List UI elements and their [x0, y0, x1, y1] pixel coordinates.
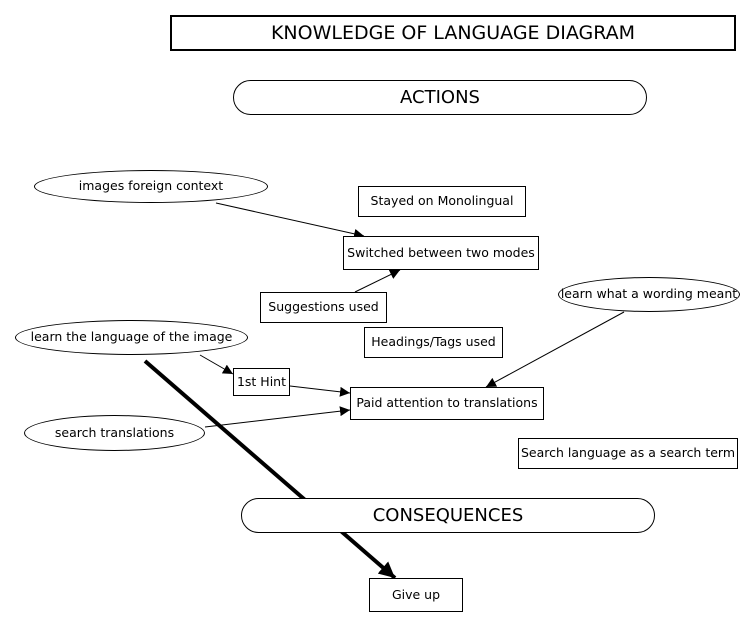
node-first-hint: 1st Hint [233, 368, 290, 396]
node-search-translations: search translations [24, 415, 205, 451]
diagram-title: KNOWLEDGE OF LANGUAGE DIAGRAM [170, 15, 736, 51]
node-images-foreign-context: images foreign context [34, 170, 268, 203]
node-learn-language-image: learn the language of the image [15, 320, 248, 355]
node-give-up: Give up [369, 578, 463, 612]
edge-suggestions-used-to-switched-modes [354, 269, 401, 293]
node-stayed-monolingual: Stayed on Monolingual [358, 186, 526, 217]
edge-learn-language-image-to-give-up [143, 359, 397, 580]
actions-section-header: ACTIONS [233, 80, 647, 115]
node-search-language-term: Search language as a search term [518, 438, 738, 469]
edge-learn-wording-to-paid-attention [485, 311, 625, 388]
node-switched-modes: Switched between two modes [343, 236, 539, 270]
node-suggestions-used: Suggestions used [260, 292, 387, 323]
edge-images-foreign-context-to-switched-modes [215, 202, 365, 239]
node-paid-attention: Paid attention to translations [350, 387, 544, 420]
node-headings-tags: Headings/Tags used [364, 327, 503, 358]
consequences-section-header: CONSEQUENCES [241, 498, 655, 533]
node-learn-wording: learn what a wording meant [558, 277, 740, 312]
edge-first-hint-to-paid-attention [289, 385, 351, 397]
edge-search-translations-to-paid-attention [204, 406, 351, 428]
edge-learn-language-image-to-first-hint [199, 354, 234, 375]
